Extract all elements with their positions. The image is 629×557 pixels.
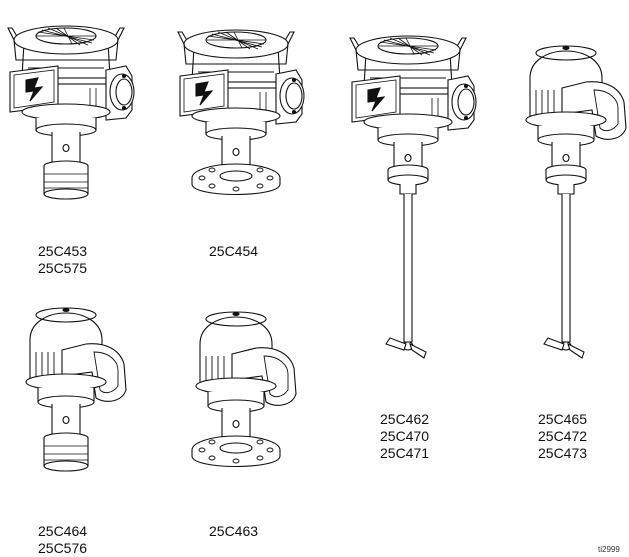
- part-label-group-5: 25C464 25C576: [38, 523, 87, 557]
- part-label-group-2: 25C454: [209, 243, 258, 260]
- part-number: 25C575: [38, 260, 88, 276]
- part-number: 25C465: [538, 411, 588, 427]
- part-number: 25C462: [380, 411, 430, 427]
- figure-id: ti2999: [598, 545, 620, 554]
- mixer-figure-4: [525, 45, 627, 359]
- mixer-figure-1: [7, 25, 135, 200]
- part-label-group-3: 25C462 25C470 25C471: [380, 411, 429, 462]
- mixer-figure-6: [191, 311, 297, 468]
- part-number: 25C470: [380, 428, 430, 444]
- part-label-group-4: 25C465 25C472 25C473: [538, 411, 587, 462]
- part-number: 25C453: [38, 243, 88, 259]
- mixer-figure-3: [349, 35, 477, 359]
- part-number: 25C471: [380, 445, 430, 461]
- part-number: 25C473: [538, 445, 588, 461]
- part-number: 25C576: [38, 540, 88, 556]
- part-number: 25C463: [209, 523, 259, 539]
- part-number: 25C454: [209, 243, 259, 259]
- mixer-figure-2: [177, 29, 305, 196]
- part-number: 25C472: [538, 428, 588, 444]
- mixer-figure-5: [25, 307, 127, 472]
- part-label-group-1: 25C453 25C575: [38, 243, 87, 277]
- part-number: 25C464: [38, 523, 88, 539]
- part-label-group-6: 25C463: [209, 523, 258, 540]
